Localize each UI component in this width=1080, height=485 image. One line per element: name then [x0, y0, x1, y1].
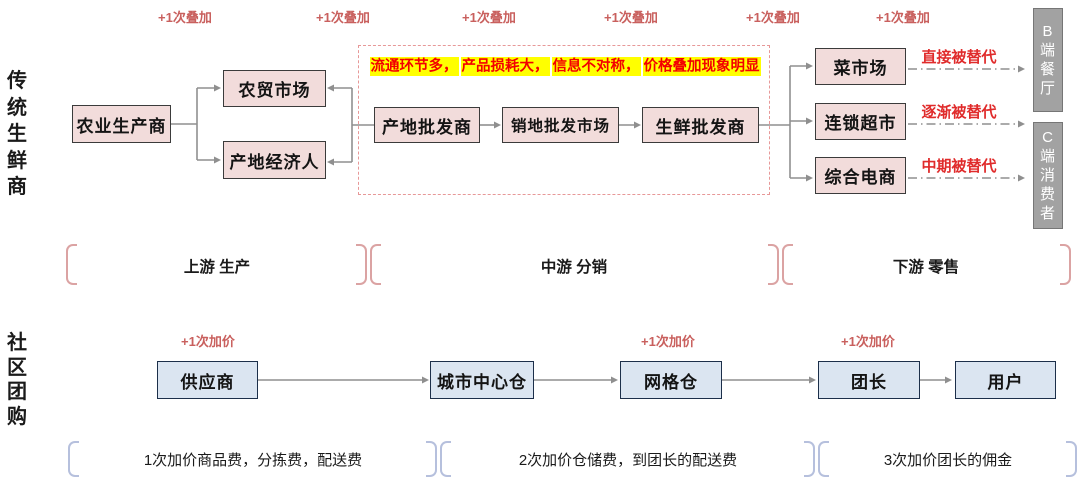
fee-bracket-2-open [440, 441, 451, 477]
warn-segment-2: 产品损耗大， [460, 56, 550, 76]
stage-label-upstream: 上游 生产 [183, 259, 251, 276]
stage-bracket-downstream-open [782, 244, 793, 285]
fee-bracket-1-close [426, 441, 437, 477]
fee-note-1: 1次加价商品费，分拣费，配送费 [143, 452, 363, 469]
stack-label-3: +1次叠加 [462, 10, 516, 25]
fee-bracket-2-close [804, 441, 815, 477]
node-producer-box: 农业生产商 [72, 105, 171, 143]
warn-segment-4: 价格叠加现象明显 [642, 56, 761, 76]
stack-label-2: +1次叠加 [316, 10, 370, 25]
fee-note-3: 3次加价团长的佣金 [883, 452, 1013, 469]
replaced-label-midterm: 中期被替代 [921, 158, 997, 175]
fee-bracket-3-close [1066, 441, 1077, 477]
markup-label-2: +1次加价 [641, 334, 695, 349]
node-origin-broker-box: 产地经济人 [223, 141, 326, 179]
node-c-end-consumer-box: C端消费者 [1033, 122, 1063, 229]
node-supplier-box: 供应商 [157, 361, 258, 399]
section-label-community: 社区团购 [7, 332, 27, 428]
replaced-label-gradual: 逐渐被替代 [921, 104, 997, 121]
node-group-leader-box: 团长 [818, 361, 920, 399]
node-farmers-market-box: 农贸市场 [223, 70, 326, 107]
warn-segment-3: 信息不对称， [551, 56, 641, 76]
node-city-central-warehouse-box: 城市中心仓 [430, 361, 534, 399]
stack-label-1: +1次叠加 [158, 10, 212, 25]
markup-label-3: +1次加价 [841, 334, 895, 349]
warn-segment-1: 流通环节多， [369, 56, 459, 76]
node-user-box: 用户 [955, 361, 1056, 399]
stack-label-6: +1次叠加 [876, 10, 930, 25]
markup-label-1: +1次加价 [181, 334, 235, 349]
fee-bracket-3-open [818, 441, 829, 477]
node-b-end-restaurant-box: B端餐厅 [1033, 8, 1063, 112]
node-general-ecommerce-box: 综合电商 [815, 157, 906, 194]
stack-label-5: +1次叠加 [746, 10, 800, 25]
node-dest-wholesale-market-box: 销地批发市场 [502, 107, 619, 143]
node-veg-market-box: 菜市场 [815, 48, 906, 85]
fee-bracket-1-open [68, 441, 79, 477]
node-grid-warehouse-box: 网格仓 [620, 361, 722, 399]
stage-bracket-upstream-close [356, 244, 367, 285]
stack-label-4: +1次叠加 [604, 10, 658, 25]
circulation-problem-zone [358, 45, 770, 195]
node-chain-supermarket-box: 连锁超市 [815, 103, 906, 140]
stage-bracket-midstream-open [370, 244, 381, 285]
node-fresh-wholesaler-box: 生鲜批发商 [642, 107, 759, 143]
fee-note-2: 2次加价仓储费，到团长的配送费 [518, 452, 738, 469]
replaced-label-direct: 直接被替代 [921, 49, 997, 66]
stage-bracket-midstream-close [768, 244, 779, 285]
section-label-traditional: 传统生鲜商 [7, 70, 27, 198]
stage-bracket-downstream-close [1060, 244, 1071, 285]
stage-label-downstream: 下游 零售 [892, 259, 960, 276]
stage-label-midstream: 中游 分销 [540, 259, 608, 276]
circulation-problem-text: 流通环节多，产品损耗大，信息不对称，价格叠加现象明显 [362, 54, 768, 76]
stage-bracket-upstream-open [66, 244, 77, 285]
node-origin-wholesaler-box: 产地批发商 [374, 107, 480, 143]
